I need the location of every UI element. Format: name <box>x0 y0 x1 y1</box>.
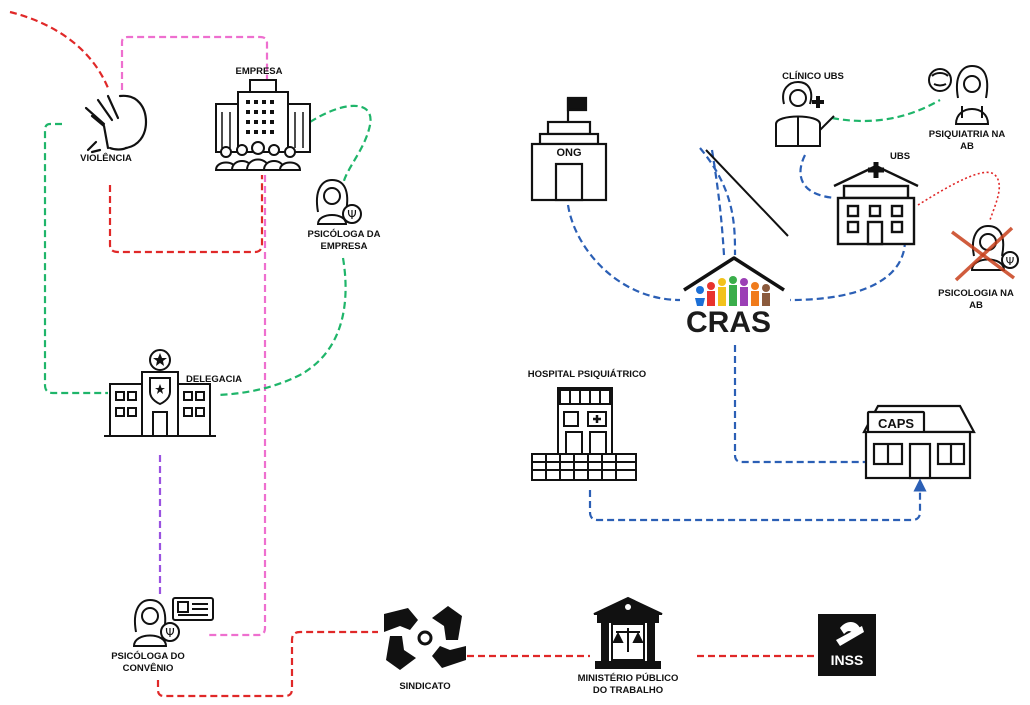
violence-icon <box>84 94 148 154</box>
label-ubs: UBS <box>889 151 911 162</box>
label-union: SINDICATO <box>399 681 451 692</box>
label-cras: CRAS <box>686 306 772 339</box>
edge-red-violence-empresa <box>108 175 264 254</box>
edge-blue-ong-cras <box>566 204 681 302</box>
label-company: EMPRESA <box>235 66 283 77</box>
cras-logo-icon <box>683 256 785 306</box>
company-building-icon <box>214 79 311 171</box>
edge-red-entry <box>9 10 110 89</box>
caps-building-icon: CAPS <box>862 404 976 480</box>
caps-sign: CAPS <box>878 416 914 431</box>
label-labor-prosecutor: MINISTÉRIO PÚBLICO DO TRABALHO <box>577 673 679 696</box>
edge-blue-cras-up-right <box>710 149 726 256</box>
edge-green-empresa-psicologa <box>309 104 372 186</box>
edge-green-psicologa-delegacia <box>217 257 347 397</box>
edge-blue-clinico-ubs <box>799 154 836 200</box>
label-insurance-psychologist: PSICÓLOGA DO CONVÊNIO <box>111 651 185 674</box>
svg-text:Ψ: Ψ <box>347 208 356 222</box>
psychiatrist-icon <box>928 64 990 125</box>
courthouse-icon <box>593 596 663 669</box>
edge-blue-cras-caps <box>733 345 865 464</box>
ngo-building-icon: ONG <box>530 96 608 202</box>
psychiatric-hospital-icon <box>531 387 637 481</box>
label-police-station: DELEGACIA <box>186 374 242 385</box>
edge-blue-cras-up-left <box>699 147 737 256</box>
psychology-crossed-icon: Ψ <box>950 224 1019 282</box>
label-company-psychologist: PSICÓLOGA DA EMPRESA <box>307 229 381 252</box>
label-psychiatry-ab: PSIQUIATRIA NA AB <box>928 129 1006 152</box>
label-psychiatric-hospital: HOSPITAL PSIQUIÁTRICO <box>527 369 647 380</box>
edge-red-convenio-sindicato <box>156 630 378 698</box>
label-ubs-clinician: CLÍNICO UBS <box>782 71 844 82</box>
ubs-clinician-icon <box>775 80 835 147</box>
edge-red-ubs-psicologia <box>917 171 1000 221</box>
company-psychologist-icon: Ψ <box>316 178 362 225</box>
svg-text:Ψ: Ψ <box>1006 255 1015 268</box>
ubs-building-icon <box>833 162 919 246</box>
svg-text:Ψ: Ψ <box>165 626 174 640</box>
edge-pink-empresa-convenio <box>208 175 267 637</box>
inss-sign: INSS <box>831 652 864 668</box>
edge-green-clinico-psiquiatria <box>831 99 941 123</box>
label-psychology-ab: PSICOLOGIA NA AB <box>938 288 1014 311</box>
police-station-icon <box>104 349 216 437</box>
label-violence: VIOLÊNCIA <box>80 153 132 164</box>
ngo-sign: ONG <box>556 147 581 159</box>
inss-logo-icon: INSS <box>818 614 876 676</box>
edge-black-needle <box>705 149 789 237</box>
insurance-psychologist-icon: Ψ <box>132 597 214 647</box>
edge-blue-hospital-caps <box>588 478 927 522</box>
edge-pink-violence-empresa <box>120 35 269 90</box>
union-hands-icon <box>384 606 466 670</box>
edge-blue-ubs-cras <box>789 239 907 302</box>
edge-green-violence-delegacia <box>43 122 108 395</box>
